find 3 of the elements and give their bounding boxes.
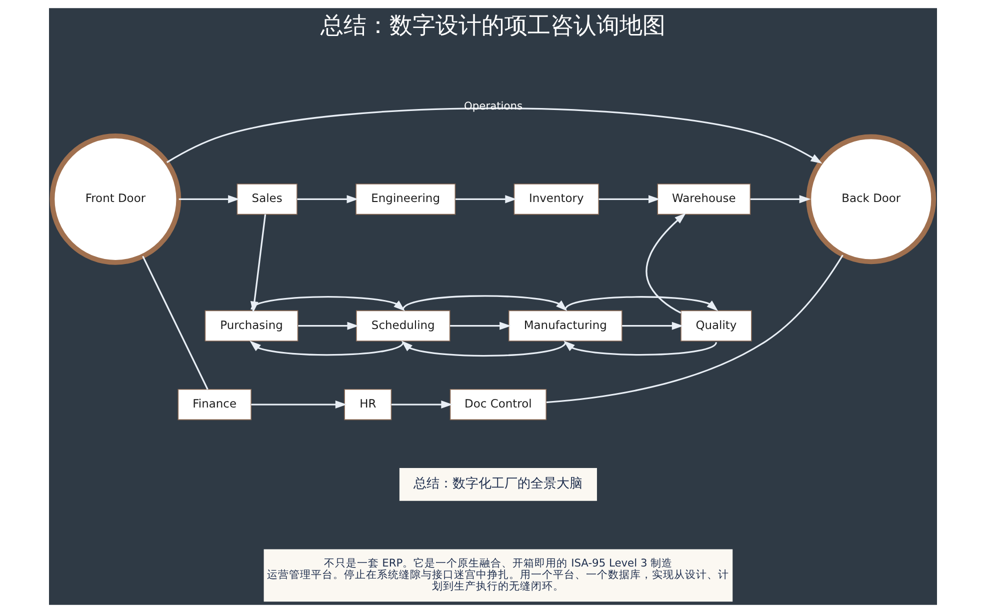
label: 总结：数字化工厂的全景大脑 bbox=[413, 476, 582, 492]
label: 不只是一套 ERP。它是一个原生融合、开箱即用的 ISA-95 Level 3 制造运营管理平台。停止在系统缝隙与接口迷宫中挣扎。用一个平台、一个数据库，实现从设计、计划到生产执行的无缝闭环。 bbox=[266, 556, 729, 593]
diagram-title: 总结：数字设计的项工咨认询地图 bbox=[320, 12, 665, 39]
